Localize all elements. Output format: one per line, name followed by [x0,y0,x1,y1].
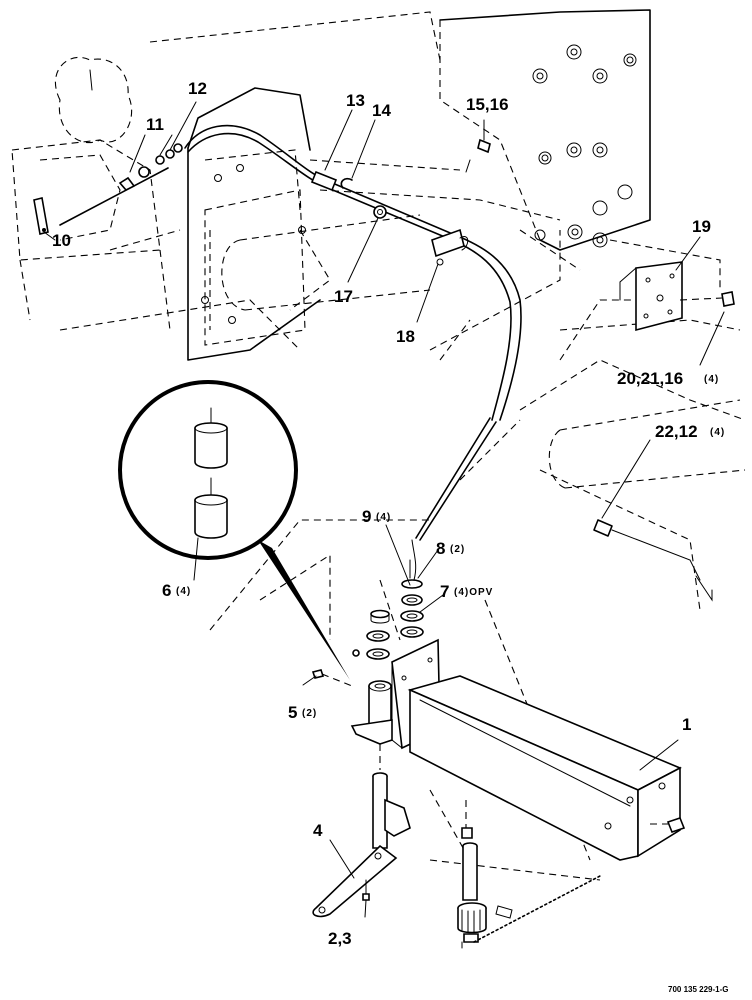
lower-tube [548,399,746,602]
callout-11: 11 [146,115,164,134]
cable-clamps [340,138,491,266]
callout-9-qty: (4) [376,512,391,523]
callout-20-21-16-number: 20,21,16 [617,369,683,388]
sprocket-phantom [39,56,133,241]
washer-stack [366,539,424,660]
callout-5-number: 5 [288,703,297,722]
callout-5-qty: (2) [302,708,317,719]
callout-17: 17 [334,287,353,306]
screw-5 [311,649,360,687]
drawing-code: 700 135 229-1-G [668,985,729,994]
callout-5: 5 (2) [288,703,317,722]
callout-7-number: 7 [440,582,449,601]
callout-22-12-number: 22,12 [655,422,698,441]
callout-12: 12 [188,79,207,98]
callout-7-qty: (4)OPV [454,587,493,598]
plate-19 [619,261,735,332]
callout-labels: 1 2,3 4 5 (2) 6 (4) 7 (4)OPV 8 (2) 9 (4)… [52,79,729,994]
crank-arm [312,744,411,918]
callout-15-16: 15,16 [466,95,509,114]
linkage-rod [33,143,183,235]
callout-20-21-16-qty: (4) [704,374,719,385]
callout-18: 18 [396,327,415,346]
callout-10: 10 [52,231,71,250]
callout-9-number: 9 [362,507,371,526]
callout-20-21-16: 20,21,16 (4) [617,369,719,388]
callout-9: 9 (4) [362,507,391,526]
callout-6-qty: (4) [176,586,191,597]
leader-lines [43,101,725,918]
callout-7: 7 (4)OPV [440,582,493,601]
callout-8-qty: (2) [450,544,465,555]
control-cable [184,124,522,541]
callout-6: 6 (4) [162,581,191,600]
callout-4: 4 [313,821,323,840]
callout-8: 8 (2) [436,539,465,558]
left-wall [11,139,171,331]
callout-2-3: 2,3 [328,929,352,948]
callout-8-number: 8 [436,539,445,558]
callout-14: 14 [372,101,391,120]
callout-6-number: 6 [162,581,171,600]
arm-bracket [350,638,686,861]
callout-22-12-qty: (4) [710,427,725,438]
callout-19: 19 [692,217,711,236]
side-panel [439,9,721,290]
callout-13: 13 [346,91,365,110]
callout-1: 1 [682,715,691,734]
tube-phantom [221,214,431,311]
detail-circle [118,380,350,680]
callout-22-12: 22,12 (4) [655,422,725,441]
gear-shaft [457,800,601,949]
mounting-plate [187,87,321,361]
